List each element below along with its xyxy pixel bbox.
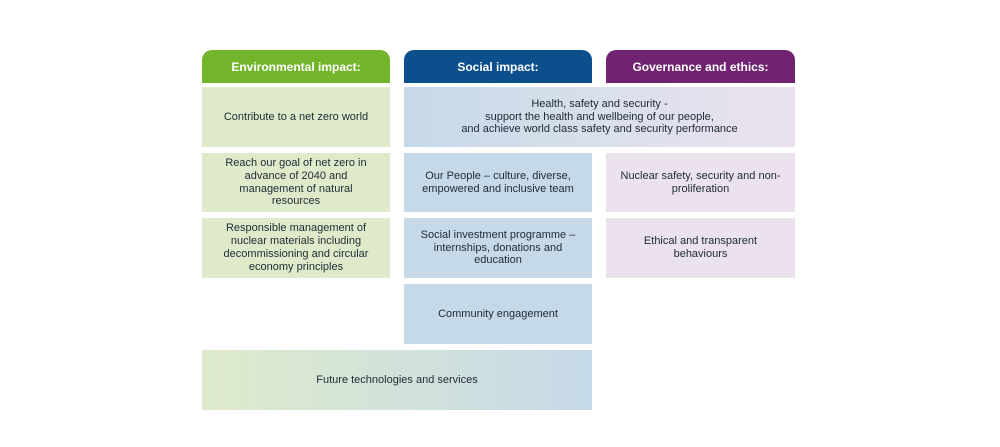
environmental-impact-header-label: Environmental impact: [231, 59, 361, 74]
governance-ethics-header-label: Governance and ethics: [632, 59, 769, 74]
box-net-zero-goal: Reach our goal of net zero in advance of… [202, 153, 390, 212]
box-our-people: Our People – culture, diverse, empowered… [404, 153, 592, 212]
box-net-zero-goal-text: Reach our goal of net zero in advance of… [225, 156, 367, 208]
box-community-engagement-text: Community engagement [438, 307, 558, 320]
box-nuclear-materials: Responsible management of nuclear materi… [202, 218, 390, 278]
environmental-impact-header: Environmental impact: [202, 50, 390, 83]
social-impact-header-label: Social impact: [457, 59, 539, 74]
governance-ethics-header: Governance and ethics: [606, 50, 795, 83]
box-ethical-behaviours-text: Ethical and transparent behaviours [643, 235, 758, 260]
box-health-safety-security: Health, safety and security - support th… [404, 87, 795, 147]
box-community-engagement: Community engagement [404, 284, 592, 344]
box-health-safety-security-text: Health, safety and security - support th… [461, 97, 738, 136]
box-net-zero-world-text: Contribute to a net zero world [223, 110, 369, 123]
box-ethical-behaviours: Ethical and transparent behaviours [606, 218, 795, 278]
box-social-investment-text: Social investment programme – internship… [420, 228, 576, 267]
box-net-zero-world: Contribute to a net zero world [202, 87, 390, 147]
box-future-technologies: Future technologies and services [202, 350, 592, 410]
box-nuclear-safety-text: Nuclear safety, security and non-prolife… [620, 169, 781, 195]
box-future-technologies-text: Future technologies and services [316, 373, 478, 386]
box-our-people-text: Our People – culture, diverse, empowered… [422, 169, 574, 195]
box-social-investment: Social investment programme – internship… [404, 218, 592, 278]
social-impact-header: Social impact: [404, 50, 592, 83]
box-nuclear-safety: Nuclear safety, security and non-prolife… [606, 153, 795, 212]
box-nuclear-materials-text: Responsible management of nuclear materi… [223, 222, 369, 273]
